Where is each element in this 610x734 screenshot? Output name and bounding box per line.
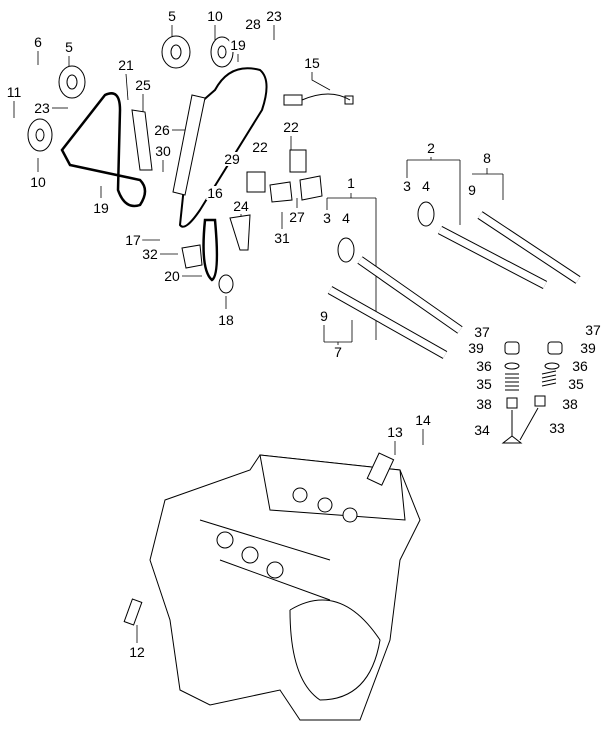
part-callout: 5 — [64, 39, 74, 55]
part-callout: 8 — [482, 150, 492, 166]
part-callout: 39 — [579, 340, 597, 356]
timing-chains — [60, 67, 268, 282]
part-callout: 23 — [265, 8, 283, 24]
part-callout: 30 — [154, 143, 172, 159]
part-callout: 38 — [475, 396, 493, 412]
part-callout: 25 — [134, 77, 152, 93]
part-callout: 1 — [346, 175, 356, 191]
sensor-harness — [283, 93, 354, 106]
part-callout: 31 — [273, 230, 291, 246]
part-callout: 22 — [282, 119, 300, 135]
part-callout: 10 — [29, 174, 47, 190]
part-callout: 34 — [473, 422, 491, 438]
valve-assemblies — [501, 341, 563, 444]
part-callout: 7 — [333, 344, 343, 360]
part-callout: 39 — [467, 340, 485, 356]
part-callout: 20 — [163, 268, 181, 284]
part-callout: 5 — [167, 8, 177, 24]
part-callout: 15 — [303, 55, 321, 71]
part-callout: 36 — [475, 358, 493, 374]
part-callout: 27 — [288, 209, 306, 225]
part-callout: 13 — [386, 424, 404, 440]
part-callout: 37 — [473, 324, 491, 340]
engine-block — [123, 452, 421, 721]
part-callout: 35 — [567, 376, 585, 392]
part-callout: 2 — [426, 140, 436, 156]
leader-lines — [13, 25, 504, 643]
part-callout: 14 — [414, 412, 432, 428]
part-callout: 19 — [229, 37, 247, 53]
part-callout: 3 — [322, 210, 332, 226]
part-callout: 35 — [475, 376, 493, 392]
part-callout: 10 — [206, 8, 224, 24]
part-callout: 3 — [402, 178, 412, 194]
sprockets — [27, 35, 234, 294]
part-callout: 29 — [223, 151, 241, 167]
part-callout: 37 — [584, 322, 602, 338]
part-callout: 22 — [251, 139, 269, 155]
camshafts — [327, 201, 581, 359]
part-callout: 36 — [571, 358, 589, 374]
part-callout: 26 — [153, 122, 171, 138]
part-callout: 12 — [128, 644, 146, 660]
part-callout: 19 — [92, 200, 110, 216]
part-callout: 23 — [33, 100, 51, 116]
part-callout: 4 — [341, 210, 351, 226]
part-callout: 16 — [206, 185, 224, 201]
part-callout: 21 — [117, 57, 135, 73]
part-callout: 17 — [124, 232, 142, 248]
part-callout: 28 — [244, 16, 262, 32]
chain-guides — [131, 94, 323, 269]
part-callout: 4 — [421, 178, 431, 194]
part-callout: 11 — [5, 84, 23, 100]
part-callout: 38 — [561, 396, 579, 412]
part-callout: 32 — [141, 246, 159, 262]
part-callout: 6 — [33, 34, 43, 50]
part-callout: 33 — [548, 420, 566, 436]
part-callout: 18 — [217, 312, 235, 328]
part-callout: 9 — [467, 182, 477, 198]
part-callout: 24 — [232, 198, 250, 214]
part-callout: 9 — [319, 308, 329, 324]
